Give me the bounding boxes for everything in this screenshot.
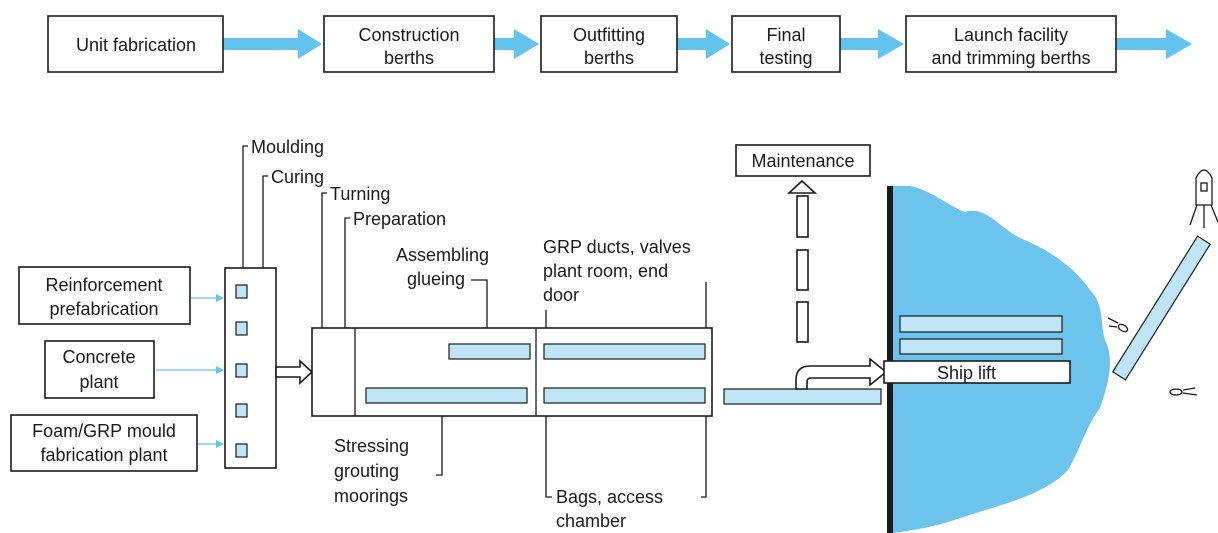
moulding-label: Moulding [251,137,324,157]
ship-lift-label: Ship lift [937,363,996,383]
feed-arrow-2-head [216,366,224,374]
maintenance-dash-1 [796,195,809,238]
turning-label: Turning [330,184,390,204]
small-boat-icon-2 [1169,387,1198,396]
curing-tower: Moulding Curing [224,137,324,469]
transfer-track: Maintenance [723,144,888,405]
bags-label-1: Bags, access [556,487,663,507]
maintenance-box [735,144,871,177]
small-boat-icon-1 [1107,317,1129,333]
flow-step-launch-facility-label-1: Launch facility [954,25,1068,45]
flow-step-launch-facility-label-2: and trimming berths [931,48,1090,68]
hall-unit-lower-right [543,387,706,404]
preparation-leader [344,217,350,328]
flow-step-construction-berths-label-2: berths [384,48,434,68]
bags-label-2: chamber [556,511,626,531]
maintenance-dash-2 [796,249,809,291]
flow-step-launch-facility [905,15,1117,73]
curing-label: Curing [271,167,324,187]
flow-step-construction-berths-label-1: Construction [358,25,459,45]
turning-leader [321,192,327,328]
concrete-plant-box [44,340,155,399]
river-unit-upper [899,315,1063,333]
maintenance-arrowhead [786,179,818,194]
river-water [893,186,1110,533]
flow-step-outfitting-berths-label-1: Outfitting [573,25,645,45]
input-plants: Reinforcement prefabrication Concrete pl… [10,266,224,472]
flow-step-outfitting-berths-label-2: berths [584,48,634,68]
foam-grp-mould-box [10,414,198,472]
ship-lift-arrow [795,357,888,390]
preparation-label: Preparation [353,209,446,229]
flow-step-final-testing-label-1: Final [766,25,805,45]
stressing-label-3: moorings [334,486,408,506]
hall-unit-lower-left [365,387,528,404]
reinforcement-label-1: Reinforcement [45,275,162,295]
assembling-leader [471,279,488,328]
tug-boat-icon [1189,169,1218,228]
stressing-label-2: grouting [334,461,399,481]
flow-step-unit-fabrication [47,15,224,73]
foam-grp-label-1: Foam/GRP mould [32,421,176,441]
assembling-label-1: Assembling [396,245,489,265]
stressing-label-1: Stressing [334,436,409,456]
grp-label-1: GRP ducts, valves [543,237,691,257]
flow-arrow-3 [677,29,730,59]
assembling-label-2: glueing [407,269,465,289]
flow-arrow-1 [223,29,322,59]
hall-unit-upper-left [448,343,531,360]
foam-grp-label-2: fabrication plant [40,445,167,465]
river-unit-lower [899,338,1063,355]
tower-cell-5 [235,443,248,458]
reinforcement-prefabrication-box [18,266,191,325]
tower-to-hall-arrow [275,359,314,385]
bags-leader-left [545,416,552,498]
maintenance-dash-3 [796,301,809,343]
tower-cell-1 [235,284,248,299]
grp-label-3: door [543,285,579,305]
maintenance-label: Maintenance [751,151,854,171]
feed-arrow-1-head [216,294,224,302]
launch-basin: Ship lift [883,169,1218,533]
reinforcement-label-2: prefabrication [49,299,158,319]
grp-label-2: plant room, end [543,261,668,281]
flow-arrow-4 [840,29,904,59]
flow-step-outfitting-berths [540,15,678,73]
bags-leader-right [701,416,707,498]
flow-arrow-5 [1116,29,1192,59]
towed-unit [1111,235,1212,381]
tower-frame [224,267,277,469]
stressing-leader [436,416,443,476]
flow-arrow-2 [494,29,539,59]
tower-cell-3 [235,363,248,378]
feed-arrow-3-head [216,440,224,448]
tower-cell-2 [235,321,248,336]
tower-cell-4 [235,403,248,418]
flow-step-construction-berths [323,15,495,73]
curing-leader [262,175,268,268]
hall-unit-upper-right [543,343,706,360]
transfer-slab [723,388,882,405]
casting-hall: Turning Preparation Assembling glueing G… [311,184,713,531]
flow-step-unit-fabrication-label: Unit fabrication [76,35,196,55]
concrete-plant-label-1: Concrete [62,347,135,367]
flow-step-final-testing [731,15,841,73]
flow-chain: Unit fabrication Construction berths Out… [47,15,1192,73]
concrete-plant-label-2: plant [79,372,118,392]
flow-step-final-testing-label-2: testing [759,48,812,68]
ship-lift-box [883,360,1071,384]
moulding-leader [242,145,248,268]
